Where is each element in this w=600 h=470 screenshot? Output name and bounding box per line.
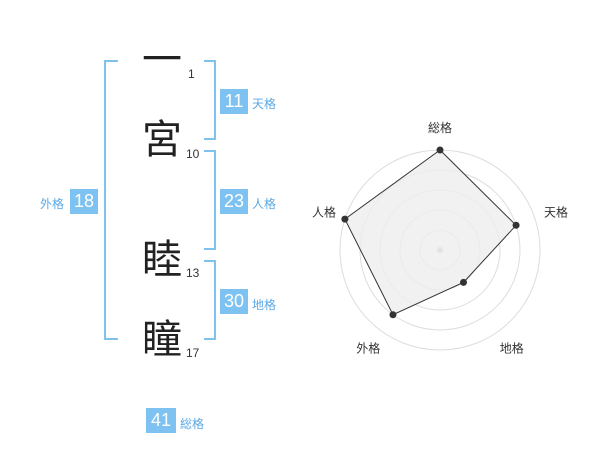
name-char-4: 瞳: [142, 317, 182, 363]
radar-axis-label: 天格: [544, 204, 568, 219]
chikaku-value-badge: 30: [220, 289, 248, 314]
radar-point: [341, 215, 349, 223]
radar-point: [436, 146, 444, 154]
gaikaku-value-badge: 18: [70, 189, 98, 214]
radar-axis-label: 外格: [356, 341, 380, 356]
radar-point: [389, 311, 397, 319]
jinkaku-bracket: [204, 150, 216, 250]
radar-axis-label: 地格: [500, 341, 524, 356]
chikaku-label: 地格: [252, 298, 277, 312]
stroke-count-3: 13: [186, 266, 200, 280]
soukaku-value-badge: 41: [146, 408, 176, 433]
stroke-count-1: 1: [188, 67, 195, 81]
name-char-1: 一: [142, 37, 182, 83]
radar-point: [460, 278, 468, 286]
gaikaku-bracket: [104, 60, 118, 340]
radar-axis-label: 人格: [312, 204, 336, 219]
radar-axis-label: 総格: [428, 120, 452, 135]
tenkaku-value-badge: 11: [220, 89, 248, 114]
tenkaku-label: 天格: [252, 97, 277, 111]
name-char-2: 宮: [142, 117, 182, 163]
jinkaku-value-badge: 23: [220, 189, 248, 214]
stroke-count-2: 10: [186, 147, 200, 161]
radar-point: [512, 221, 520, 229]
chikaku-bracket: [204, 260, 216, 340]
radar-area: [344, 149, 517, 316]
name-char-3: 睦: [142, 237, 182, 283]
jinkaku-label: 人格: [252, 197, 277, 211]
gaikaku-label: 外格: [40, 197, 65, 211]
tenkaku-bracket: [204, 60, 216, 140]
soukaku-label: 総格: [180, 417, 205, 431]
stroke-count-4: 17: [186, 346, 200, 360]
